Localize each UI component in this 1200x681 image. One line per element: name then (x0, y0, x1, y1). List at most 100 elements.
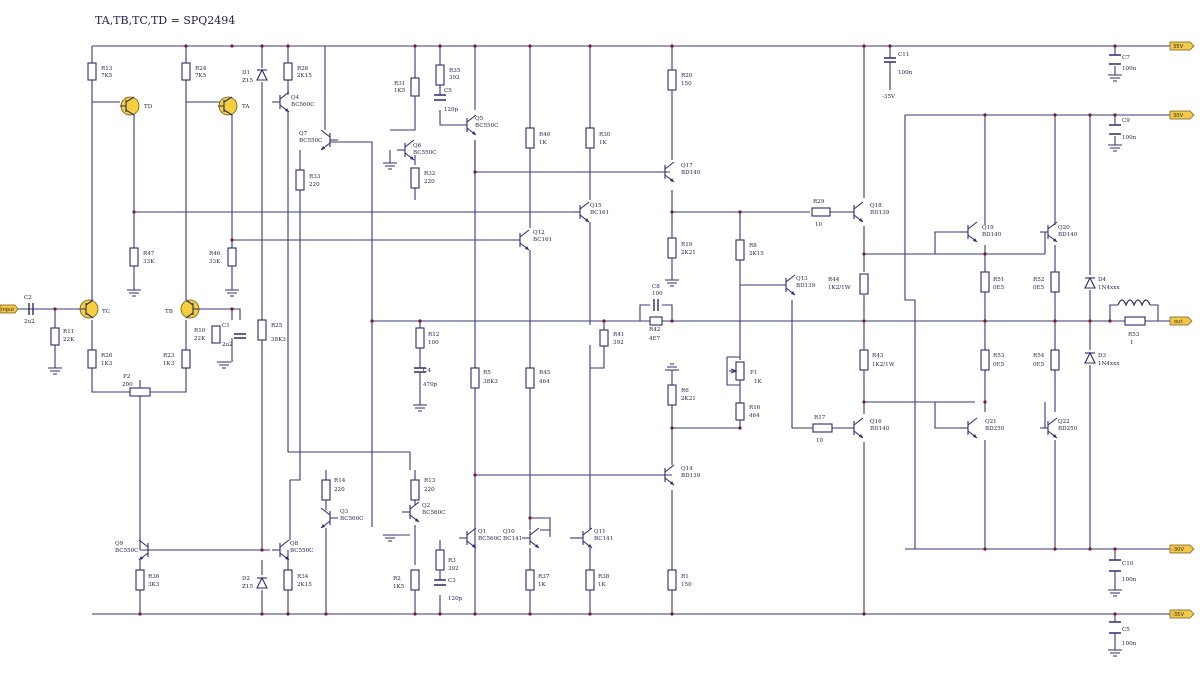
svg-text:R40: R40 (539, 132, 551, 138)
svg-text:392: 392 (448, 566, 459, 572)
svg-text:4E7: 4E7 (649, 336, 661, 342)
transistor-q7-type: BC550C (299, 138, 322, 144)
svg-text:R11: R11 (63, 329, 74, 335)
svg-text:C8: C8 (652, 284, 660, 290)
svg-text:R32: R32 (424, 171, 436, 177)
svg-text:392: 392 (613, 340, 624, 346)
svg-text:R52: R52 (1033, 277, 1045, 283)
svg-text:R38: R38 (598, 574, 610, 580)
transistor-q3-type: BC560C (340, 516, 363, 522)
svg-text:2K15: 2K15 (749, 251, 764, 257)
rail-tag-neg30: -30V (1169, 544, 1195, 554)
svg-text:R36: R36 (148, 574, 160, 580)
svg-text:out: out (1174, 319, 1183, 325)
svg-text:R46: R46 (209, 251, 221, 257)
svg-text:R37: R37 (538, 574, 550, 580)
svg-text:200: 200 (122, 382, 133, 388)
svg-text:100: 100 (428, 340, 439, 346)
transistor-q18-type: BD139 (870, 210, 890, 216)
svg-text:R53: R53 (1128, 332, 1140, 338)
svg-text:1N4xxx: 1N4xxx (1098, 361, 1120, 367)
transistor-q11-type: BC141 (594, 536, 613, 542)
svg-text:R26: R26 (297, 66, 309, 72)
svg-text:464: 464 (539, 379, 550, 385)
svg-text:C4: C4 (423, 368, 431, 374)
svg-text:R2: R2 (393, 576, 401, 582)
transistor-q5-type: BC550C (475, 123, 498, 129)
svg-text:R54: R54 (1033, 353, 1045, 359)
svg-text:P2: P2 (123, 374, 131, 380)
svg-text:C5: C5 (1122, 627, 1130, 633)
svg-text:Z15: Z15 (242, 78, 253, 84)
svg-text:R33: R33 (309, 174, 321, 180)
transistor-q10-type: BC141 (503, 536, 522, 542)
transistor-q7-name: Q7 (299, 131, 308, 137)
svg-text:R35: R35 (449, 68, 461, 74)
transistor-q2-name: Q2 (422, 503, 431, 509)
yellow-transistor-td: TD (120, 96, 153, 116)
svg-text:R13: R13 (424, 478, 436, 484)
svg-text:R41: R41 (613, 332, 624, 338)
transistor-q19-name: Q19 (982, 225, 994, 231)
svg-text:R42: R42 (649, 327, 661, 333)
power-rails (92, 45, 1170, 615)
svg-text:R17: R17 (814, 415, 826, 421)
svg-text:C7: C7 (1122, 55, 1130, 61)
svg-text:100n: 100n (1122, 66, 1137, 72)
resistor-r42: R42 4E7 (649, 316, 663, 342)
rail-tag-pos35: 35V (1169, 41, 1195, 51)
svg-text:22K: 22K (194, 336, 206, 342)
transistor-q15-name: Q15 (590, 203, 602, 209)
svg-text:30V: 30V (1173, 113, 1184, 119)
svg-text:38K3: 38K3 (483, 379, 498, 385)
svg-text:TC: TC (102, 309, 110, 315)
svg-text:7K5: 7K5 (101, 73, 113, 79)
svg-text:1K2/1W: 1K2/1W (872, 362, 895, 368)
svg-text:2K15: 2K15 (297, 582, 312, 588)
transistor-q2-type: BC560C (422, 510, 445, 516)
transistor-q9-name: Q9 (115, 541, 124, 547)
svg-text:C1: C1 (222, 323, 230, 329)
transistor-q14-name: Q14 (681, 466, 693, 472)
svg-text:100n: 100n (1122, 577, 1137, 583)
transistor-q19-type: BD140 (982, 232, 1002, 238)
svg-text:0E5: 0E5 (993, 285, 1005, 291)
svg-text:D2: D2 (242, 576, 250, 582)
svg-text:1K2/1W: 1K2/1W (828, 285, 851, 291)
svg-text:220: 220 (309, 182, 320, 188)
transistor-q3-name: Q3 (340, 509, 349, 515)
